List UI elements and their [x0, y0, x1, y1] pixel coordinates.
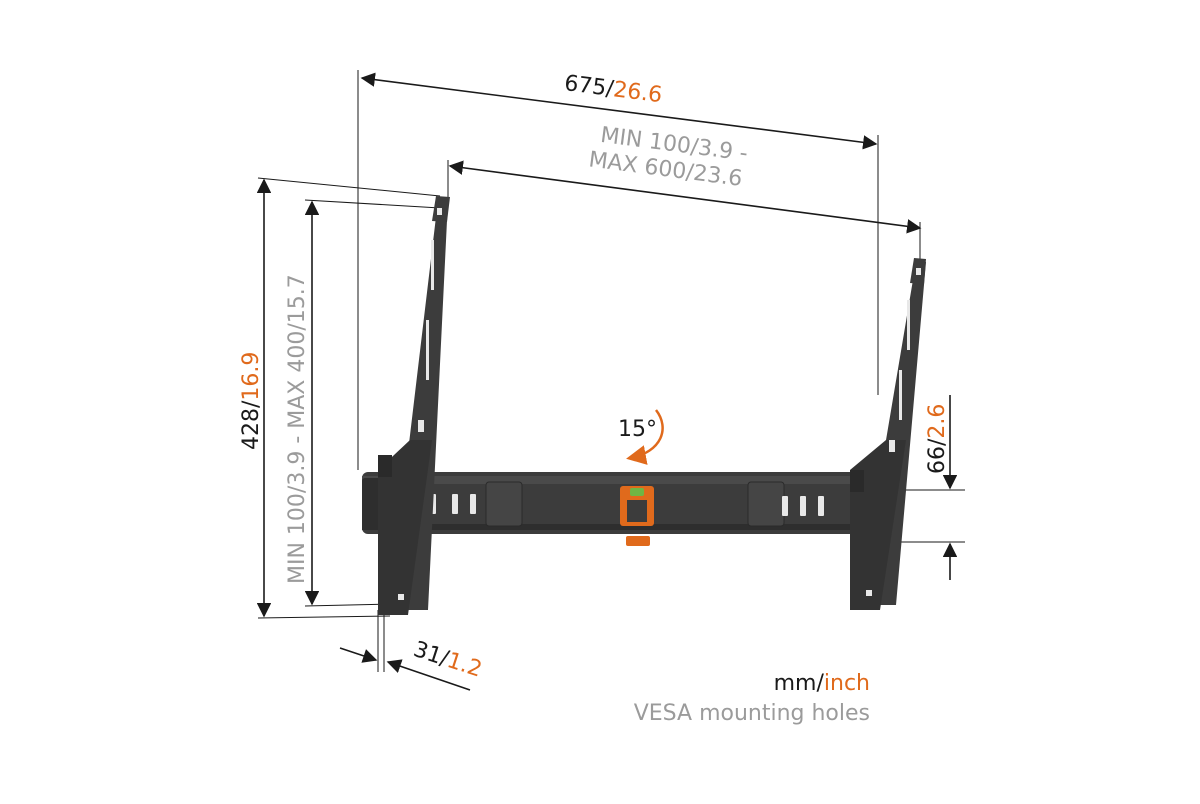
- height-total-inch: 16.9: [239, 352, 264, 401]
- bubble-level: [620, 486, 654, 546]
- vesa-vertical-inch1: 3.9: [285, 451, 310, 486]
- height-total-label: 428/16.9: [239, 352, 264, 450]
- width-dimension-line: [360, 72, 878, 150]
- width-total-inch: 26.6: [612, 77, 664, 108]
- tilt-label: 15°: [618, 417, 657, 442]
- vesa-horizontal-line2-inch: 23.6: [692, 161, 744, 192]
- depth-label: 31/1.2: [410, 637, 485, 683]
- width-total-label: 675/26.6: [563, 71, 664, 108]
- legend-unit-inch: inch: [824, 671, 870, 696]
- vesa-horizontal-dimension-line: [448, 160, 922, 234]
- depth-arrow-left: [339, 647, 378, 663]
- vesa-vertical-inch2: 15.7: [285, 274, 310, 323]
- rail-height-label: 66/2.6: [925, 404, 950, 474]
- legend: mm/inch VESA mounting holes: [634, 671, 870, 726]
- tilt-indicator: 15°: [618, 409, 664, 465]
- width-total-mm: 675/: [563, 71, 616, 102]
- height-total-mm: 428/: [239, 400, 264, 450]
- tilt-arrow-icon: [626, 409, 664, 465]
- dimension-lines: [256, 72, 958, 691]
- vesa-vertical-mm2: - MAX 400/: [285, 323, 310, 451]
- legend-caption: VESA mounting holes: [634, 701, 870, 726]
- left-arm: [378, 196, 450, 615]
- rail-height-mm: 66/: [925, 438, 950, 474]
- vesa-vertical-mm1: MIN 100/: [285, 485, 310, 584]
- right-arm: [850, 258, 926, 610]
- legend-unit-mm: mm/: [774, 671, 825, 696]
- vesa-vertical-label: MIN 100/3.9 - MAX 400/15.7: [285, 274, 310, 584]
- legend-units: mm/inch: [774, 671, 870, 696]
- rail-height-inch: 2.6: [925, 404, 950, 439]
- depth-arrow-right: [386, 659, 471, 691]
- depth-inch: 1.2: [444, 648, 485, 683]
